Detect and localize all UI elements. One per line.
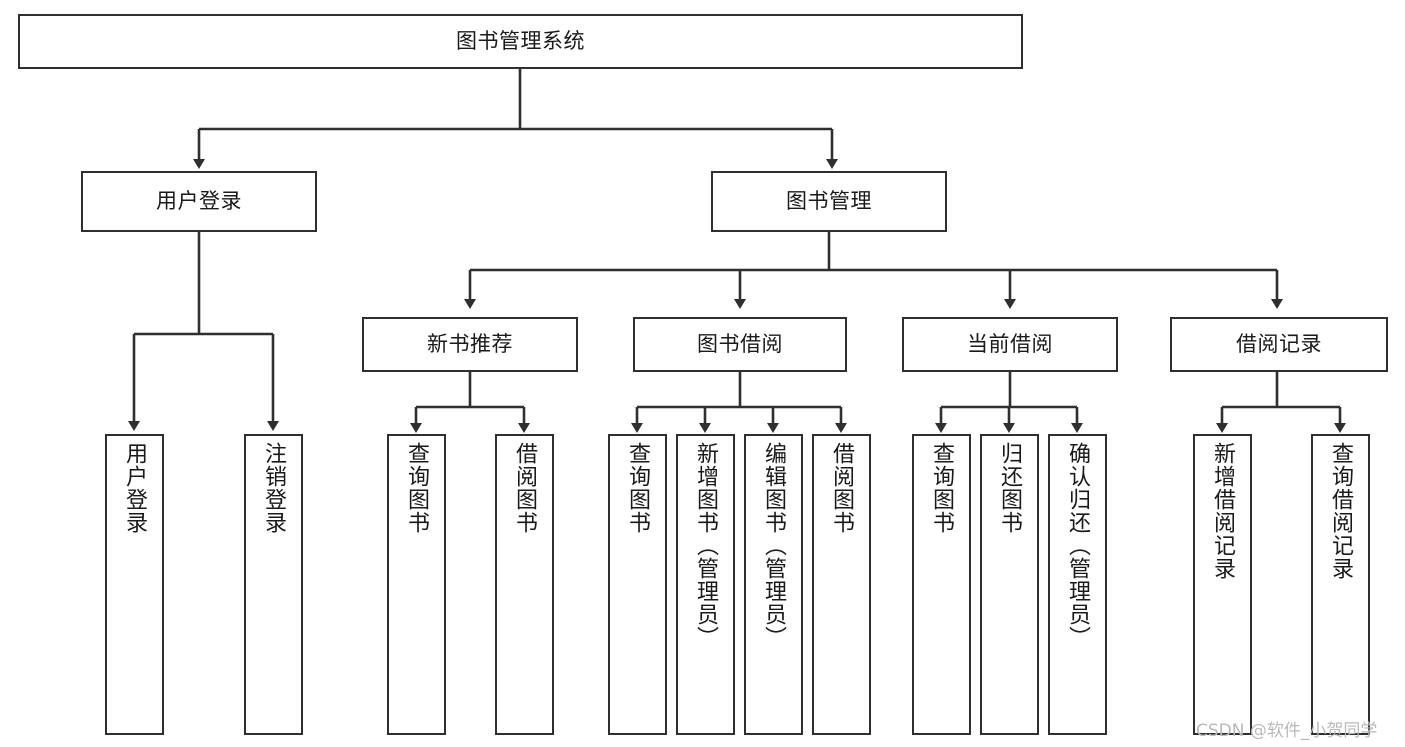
node-leaf-label: 查询图书 [625, 442, 651, 534]
node-new-book-recommend-label: 新书推荐 [427, 332, 513, 357]
node-borrow-records-label: 借阅记录 [1236, 332, 1322, 357]
node-leaf-current-borrow-return[interactable]: 归还图书 [980, 434, 1039, 735]
node-leaf-label: 确认归还（管理员） [1065, 442, 1091, 649]
node-leaf-borrow-records-add[interactable]: 新增借阅记录 [1193, 434, 1252, 735]
node-new-book-recommend[interactable]: 新书推荐 [362, 317, 578, 372]
node-book-borrow-label: 图书借阅 [697, 332, 783, 357]
node-leaf-user-login-signout[interactable]: 注销登录 [244, 434, 303, 735]
node-root-library-system[interactable]: 图书管理系统 [18, 14, 1023, 69]
node-leaf-user-login-signin[interactable]: 用户登录 [105, 434, 164, 735]
node-leaf-label: 借阅图书 [512, 442, 538, 534]
node-leaf-book-borrow-add[interactable]: 新增图书（管理员） [676, 434, 735, 735]
node-leaf-label: 新增图书（管理员） [693, 442, 719, 649]
node-leaf-label: 归还图书 [997, 442, 1023, 534]
node-leaf-current-borrow-confirm[interactable]: 确认归还（管理员） [1048, 434, 1107, 735]
node-leaf-book-borrow-borrow[interactable]: 借阅图书 [812, 434, 871, 735]
node-leaf-label: 注销登录 [261, 442, 287, 534]
node-leaf-book-borrow-query[interactable]: 查询图书 [608, 434, 667, 735]
node-leaf-label: 用户登录 [122, 442, 148, 534]
node-book-management[interactable]: 图书管理 [711, 171, 947, 232]
node-user-login[interactable]: 用户登录 [81, 171, 317, 232]
node-book-borrow[interactable]: 图书借阅 [633, 317, 847, 372]
node-leaf-label: 借阅图书 [829, 442, 855, 534]
node-book-management-label: 图书管理 [786, 189, 872, 214]
node-leaf-label: 新增借阅记录 [1210, 442, 1236, 580]
node-leaf-label: 查询图书 [929, 442, 955, 534]
node-leaf-label: 查询借阅记录 [1328, 442, 1354, 580]
node-leaf-current-borrow-query[interactable]: 查询图书 [912, 434, 971, 735]
node-leaf-label: 编辑图书（管理员） [761, 442, 787, 649]
node-leaf-new-books-query[interactable]: 查询图书 [387, 434, 446, 735]
node-leaf-label: 查询图书 [404, 442, 430, 534]
node-leaf-new-books-borrow[interactable]: 借阅图书 [495, 434, 554, 735]
node-leaf-book-borrow-edit[interactable]: 编辑图书（管理员） [744, 434, 803, 735]
node-leaf-borrow-records-query[interactable]: 查询借阅记录 [1311, 434, 1370, 735]
node-current-borrow[interactable]: 当前借阅 [902, 317, 1118, 372]
node-current-borrow-label: 当前借阅 [967, 332, 1053, 357]
node-borrow-records[interactable]: 借阅记录 [1170, 317, 1388, 372]
node-user-login-label: 用户登录 [156, 189, 242, 214]
node-root-label: 图书管理系统 [456, 29, 585, 54]
